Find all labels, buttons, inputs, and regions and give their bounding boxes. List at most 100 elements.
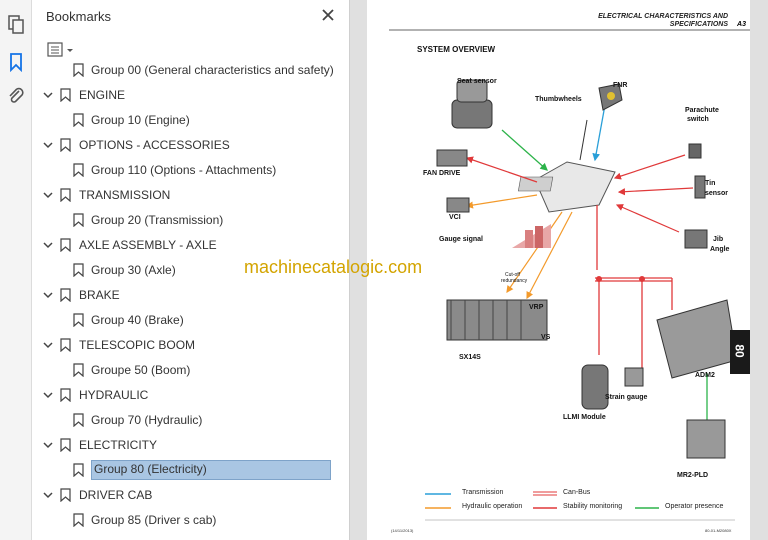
bookmark-icon xyxy=(73,63,84,77)
ecu-unit xyxy=(517,161,616,213)
attachments-icon[interactable] xyxy=(6,86,26,106)
panel-title: Bookmarks xyxy=(46,9,112,24)
bookmark-item[interactable]: Group 30 (Axle) xyxy=(32,259,342,281)
close-icon[interactable] xyxy=(320,7,336,23)
chevron-down-icon[interactable] xyxy=(42,139,54,151)
mr2-pld-shape xyxy=(686,419,726,459)
bookmark-label: HYDRAULIC xyxy=(79,388,149,402)
chevron-down-icon[interactable] xyxy=(42,389,54,401)
bookmark-group[interactable]: DRIVER CAB xyxy=(32,484,342,506)
chevron-down-icon[interactable] xyxy=(42,89,54,101)
bookmark-group[interactable]: HYDRAULIC xyxy=(32,384,342,406)
chevron-down-icon[interactable] xyxy=(42,439,54,451)
bookmark-item[interactable]: Group 00 (General characteristics and sa… xyxy=(32,62,342,81)
fnr-shape xyxy=(598,83,623,111)
bookmark-label: BRAKE xyxy=(79,288,120,302)
chevron-down-icon[interactable] xyxy=(42,339,54,351)
bookmark-group[interactable]: BRAKE xyxy=(32,284,342,306)
label-vci: VCI xyxy=(449,214,461,221)
bookmark-item[interactable]: Groupe 50 (Boom) xyxy=(32,359,342,381)
label-cutoff: Cut-off xyxy=(505,272,520,278)
bookmark-icon xyxy=(60,288,71,302)
legend-hydraulic: Hydraulic operation xyxy=(462,503,523,510)
bookmark-label: Group 20 (Transmission) xyxy=(91,213,224,227)
bookmark-group[interactable]: ELECTRICITY xyxy=(32,434,342,456)
options-list-icon xyxy=(47,42,73,57)
bookmark-icon xyxy=(60,338,71,352)
bookmark-icon xyxy=(73,313,84,327)
bookmark-icon xyxy=(73,513,84,527)
bookmark-group[interactable]: AXLE ASSEMBLY - AXLE xyxy=(32,234,342,256)
document-page: ELECTRICAL CHARACTERISTICS AND SPECIFICA… xyxy=(367,0,750,540)
bookmarks-panel: Bookmarks Group 00 (General characterist… xyxy=(32,0,375,540)
footer-date: (14/11/2013) xyxy=(391,528,414,533)
bookmark-label: Group 10 (Engine) xyxy=(91,113,190,127)
bookmark-item[interactable]: Group 20 (Transmission) xyxy=(32,209,342,231)
operator-arrow xyxy=(501,129,548,171)
hyd-arrow-1 xyxy=(506,211,563,293)
bookmark-list: Group 00 (General characteristics and sa… xyxy=(32,62,342,540)
legend-canbus: Can-Bus xyxy=(563,489,591,496)
chevron-down-icon[interactable] xyxy=(42,489,54,501)
label-redundancy: redundancy xyxy=(501,278,528,284)
label-mr2-pld: MR2-PLD xyxy=(677,472,709,479)
strain-gauge-shape xyxy=(624,367,644,387)
bookmark-icon xyxy=(73,263,84,277)
bookmark-item[interactable]: Group 85 (Driver s cab) xyxy=(32,509,342,531)
bookmark-panel-icon[interactable] xyxy=(6,52,26,72)
label-strain-gauge: Strain gauge xyxy=(605,394,648,401)
bookmark-group[interactable]: TELESCOPIC BOOM xyxy=(32,334,342,356)
bookmark-icon xyxy=(60,388,71,402)
label-tin: Tin xyxy=(705,180,716,187)
tin-arrow xyxy=(617,187,694,196)
bookmark-label: Group 40 (Brake) xyxy=(91,313,184,327)
bookmark-icon xyxy=(73,113,84,127)
tin-sensor-shape xyxy=(694,175,706,199)
label-switch: switch xyxy=(687,116,709,123)
chevron-down-icon[interactable] xyxy=(42,289,54,301)
system-diagram xyxy=(389,29,750,521)
sx14s-valve-shape xyxy=(446,299,548,341)
jib-arrow xyxy=(615,204,680,233)
bookmark-label: ELECTRICITY xyxy=(79,438,158,452)
bookmark-group[interactable]: OPTIONS - ACCESSORIES xyxy=(32,134,342,156)
bookmark-item[interactable]: Group 80 (Electricity) xyxy=(32,459,342,481)
bookmark-icon xyxy=(73,463,84,477)
legend-transmission: Transmission xyxy=(462,489,504,496)
bookmark-item[interactable]: Group 40 (Brake) xyxy=(32,309,342,331)
section-title: SYSTEM OVERVIEW xyxy=(417,45,496,54)
tools-rail xyxy=(0,0,32,540)
jib-angle-shape xyxy=(684,229,708,249)
llmi-module-shape xyxy=(581,364,609,410)
bookmark-label: Group 00 (General characteristics and sa… xyxy=(91,63,334,77)
bookmark-item[interactable]: Group 10 (Engine) xyxy=(32,109,342,131)
vci-arrow xyxy=(465,194,538,209)
adm2-shape xyxy=(656,299,738,379)
page-header-line2: SPECIFICATIONS xyxy=(669,21,728,28)
canbus-nodes xyxy=(596,276,645,282)
document-viewer[interactable]: ELECTRICAL CHARACTERISTICS AND SPECIFICA… xyxy=(350,0,768,540)
bookmark-item[interactable]: Group 110 (Options - Attachments) xyxy=(32,159,342,181)
bookmark-label: Group 85 (Driver s cab) xyxy=(91,513,217,527)
pages-thumbnails-icon[interactable] xyxy=(6,14,26,34)
label-vs: VS xyxy=(541,334,551,341)
bookmark-options-button[interactable] xyxy=(44,38,78,60)
legend-operator: Operator presence xyxy=(665,503,724,510)
bookmark-group[interactable]: ENGINE xyxy=(32,84,342,106)
fnr-arrow xyxy=(592,104,606,162)
chevron-down-icon[interactable] xyxy=(42,239,54,251)
canbus-lines xyxy=(595,205,673,368)
bookmark-item[interactable]: Group 70 (Hydraulic) xyxy=(32,409,342,431)
page-code: A3 xyxy=(737,21,746,28)
label-jib: Jib xyxy=(713,236,724,243)
parachute-shape xyxy=(688,143,702,159)
bookmark-icon xyxy=(60,188,71,202)
bookmark-label: AXLE ASSEMBLY - AXLE xyxy=(79,238,217,252)
bookmark-group[interactable]: TRANSMISSION xyxy=(32,184,342,206)
chevron-down-icon[interactable] xyxy=(42,189,54,201)
fan-drive-shape xyxy=(436,149,468,167)
bookmark-label: Group 80 (Electricity) xyxy=(91,460,331,480)
label-fan-drive: FAN DRIVE xyxy=(423,170,461,177)
label-fnr: FNR xyxy=(613,82,628,89)
bookmark-icon xyxy=(60,438,71,452)
